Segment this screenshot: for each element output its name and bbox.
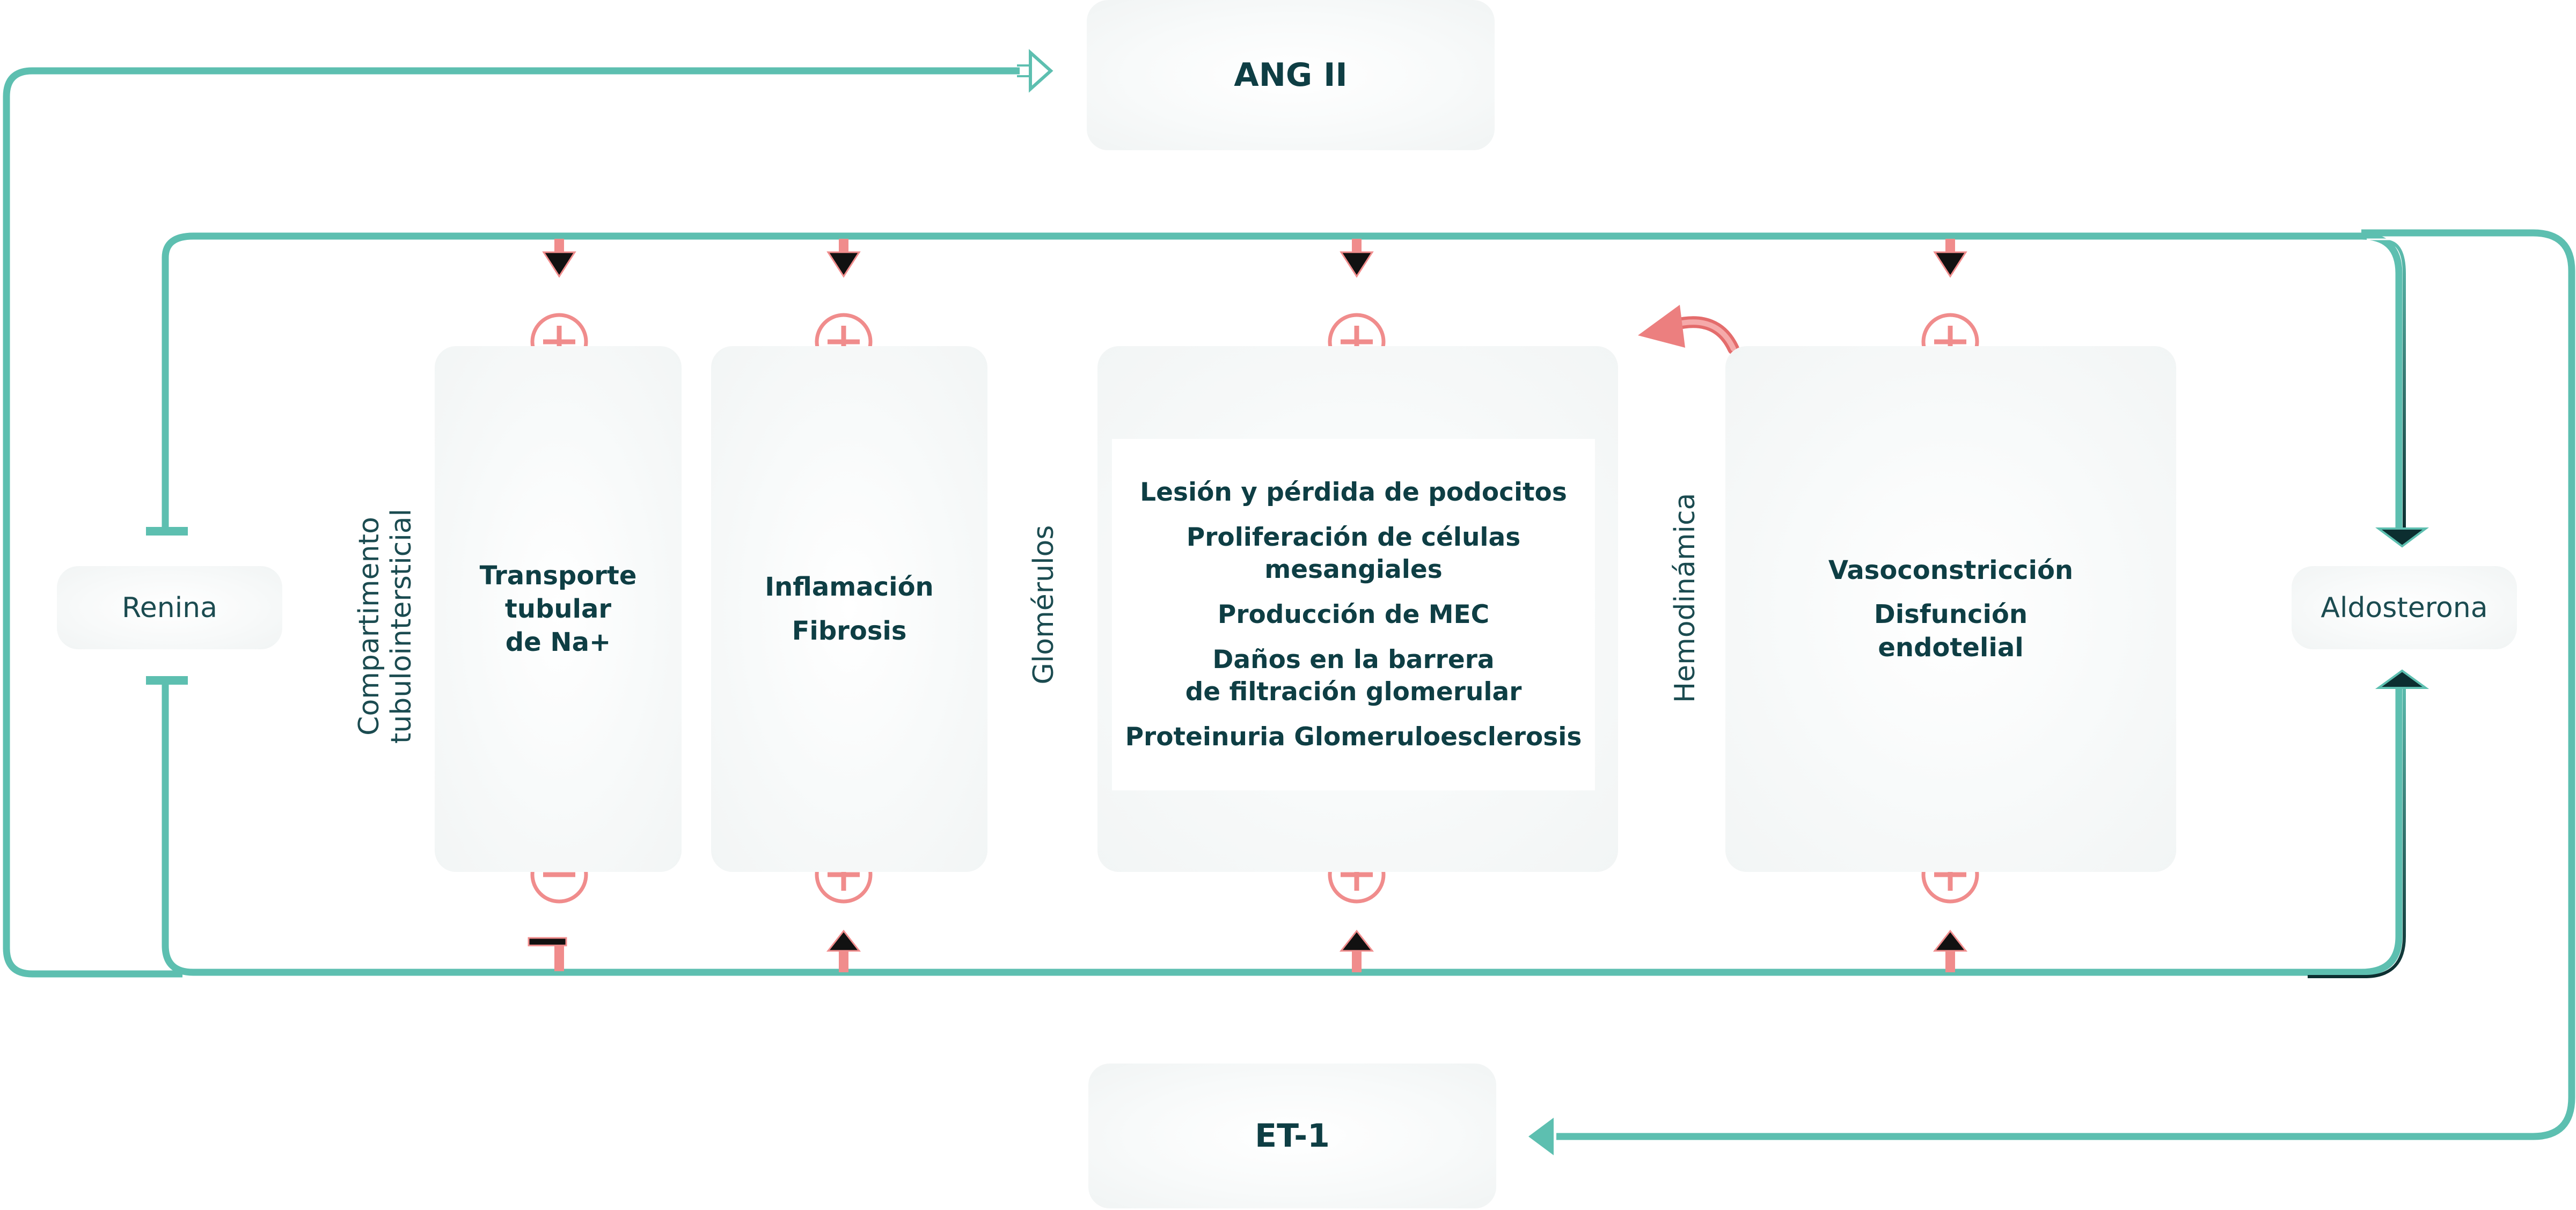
top-arrow-3 (1340, 239, 1374, 278)
compartment-glomerular-label: Glomérulos (1028, 524, 1060, 685)
et1-label: ET-1 (1255, 1117, 1330, 1155)
arrowhead-et1 (1528, 1118, 1554, 1155)
bottom-arrow-2 (826, 929, 861, 972)
renina-label: Renina (121, 591, 217, 624)
arrowhead-aldosterona-up (2375, 669, 2429, 689)
bottom-inhibit-1 (528, 937, 567, 971)
sodium-line-3: de Na+ (505, 627, 611, 657)
glomerular-content-box: Lesión y pérdida de podocitos Proliferac… (1112, 439, 1595, 790)
inner-loop-bottom (162, 677, 2403, 976)
bottom-arrows (528, 929, 1968, 972)
glom-line-mec: Producción de MEC (1217, 599, 1490, 629)
top-arrow-1 (542, 239, 576, 278)
curved-arrow-icon (1638, 305, 1739, 355)
top-arrow-2 (826, 239, 861, 278)
panel-vascular: Vasoconstricción Disfunción endotelial (1725, 346, 2176, 872)
glom-line-barrier-2: de filtración glomerular (1185, 677, 1522, 707)
inflammation-line-1: Inflamación (765, 572, 934, 602)
et1-box: ET-1 (1088, 1064, 1496, 1208)
sodium-line-1: Transporte (479, 561, 637, 591)
glom-line-mesangial-2: mesangiales (1264, 554, 1443, 584)
glom-line-mesangial-1: Proliferación de células (1186, 522, 1521, 552)
vascular-item-dysfunction: Disfunción endotelial (1874, 598, 2028, 664)
renina-node: Renina (57, 566, 282, 649)
bottom-arrow-4 (1933, 929, 1968, 972)
compartment-hemodynamic-text: Hemodinámica (1669, 493, 1701, 703)
inflammation-line-2: Fibrosis (792, 616, 907, 646)
glom-line-podocytes: Lesión y pérdida de podocitos (1140, 477, 1567, 507)
aldosterona-node: Aldosterona (2292, 566, 2517, 649)
vascular-line-2: Disfunción (1874, 599, 2028, 629)
arrowhead-angii (1029, 49, 1053, 93)
panel-inflammation: Inflamación Fibrosis (711, 346, 987, 872)
compartment-tubular-line1: Compartimento (353, 517, 385, 736)
bottom-arrow-3 (1339, 929, 1374, 972)
panel-sodium-transport: Transporte tubular de Na+ (435, 346, 682, 872)
glom-line-barrier-1: Daños en la barrera (1212, 644, 1495, 674)
glom-item-barrier: Daños en la barrera de filtración glomer… (1185, 644, 1522, 708)
compartment-hemodynamic-label: Hemodinámica (1669, 493, 1701, 703)
vascular-line-3: endotelial (1878, 633, 2024, 663)
glom-item-mesangial: Proliferación de células mesangiales (1187, 522, 1520, 586)
arrowhead-aldosterona-down (2375, 527, 2429, 548)
compartment-tubular-label: Compartimento tubulointersticial (353, 497, 418, 755)
outer-loop-to-et1 (1556, 229, 2575, 1140)
angii-box: ANG II (1087, 0, 1495, 150)
outer-loop-to-angii (3, 67, 1020, 978)
compartment-glomerular-text: Glomérulos (1028, 525, 1060, 685)
vascular-line-1: Vasoconstricción (1828, 555, 2074, 585)
sodium-line-2: tubular (504, 594, 612, 624)
aldosterona-label: Aldosterona (2321, 591, 2488, 624)
top-arrows (542, 239, 1967, 278)
compartment-tubular-line2: tubulointersticial (385, 509, 418, 744)
top-arrow-4 (1933, 239, 1967, 278)
angii-label: ANG II (1234, 56, 1348, 94)
glom-line-proteinuria: Proteinuria Glomeruloesclerosis (1125, 722, 1582, 752)
